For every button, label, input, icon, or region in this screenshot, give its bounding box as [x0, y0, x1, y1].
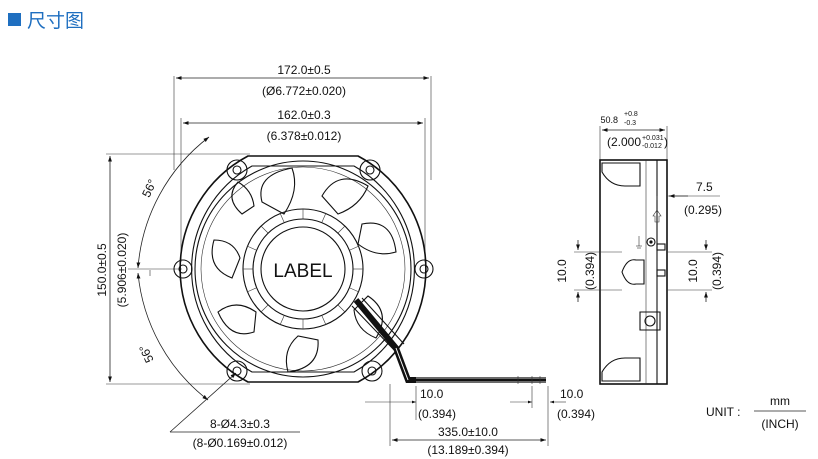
mount-hole-6	[367, 366, 377, 376]
lead-tin-dimension: 10.0 (0.394)	[510, 386, 595, 446]
depth-mm-label: 50.8	[600, 115, 618, 125]
left-height-inch-label: (0.394)	[583, 252, 597, 290]
hole-callout: 8-Ø4.3±0.3 (8-Ø0.169±0.012)	[169, 372, 300, 450]
depth-inch-label: (2.000	[607, 135, 641, 149]
height-dimension: 150.0±0.5 (5.906±0.020)	[95, 153, 250, 385]
lead-tin-inch-label: (0.394)	[557, 407, 595, 421]
hub-label: LABEL	[273, 261, 332, 282]
hole-pitch-dimension: 162.0±0.3 (6.378±0.012)	[180, 108, 426, 262]
unit-legend: UNIT : mm (INCH)	[706, 394, 806, 431]
depth-inch-close: )	[664, 135, 668, 149]
section-title: 尺寸图	[8, 6, 84, 33]
unit-top: mm	[770, 394, 790, 408]
depth-tol-minus: -0.3	[624, 120, 636, 127]
depth-dimension: 50.8 +0.8 -0.3 (2.000 +0.031 -0.012 )	[599, 111, 668, 160]
unit-label: UNIT :	[706, 405, 740, 419]
lead-strip-dimension: 10.0 (0.394)	[365, 386, 456, 421]
flange-inch-label: (0.295)	[684, 203, 722, 217]
depth-inch-plus: +0.031	[642, 135, 664, 142]
lead-wires	[353, 298, 548, 384]
angle-bottom-label: 56°	[136, 342, 156, 365]
front-view: 172.0±0.5 (Ø6.772±0.020) 162.0±0.3 (6.37…	[95, 63, 595, 457]
lead-length-mm-label: 335.0±10.0	[438, 425, 498, 439]
fan-body: LABEL	[173, 155, 434, 383]
lead-strip-inch-label: (0.394)	[418, 407, 456, 421]
side-view: 50.8 +0.8 -0.3 (2.000 +0.031 -0.012 )	[555, 111, 724, 385]
width-inch-label: (Ø6.772±0.020)	[262, 84, 346, 98]
mounting-ears	[173, 159, 434, 382]
fan-blades	[211, 167, 397, 373]
unit-bottom: (INCH)	[761, 417, 798, 431]
hub-ribs	[243, 209, 363, 329]
mount-hole-3	[178, 264, 188, 274]
lead-strip-mm-label: 10.0	[420, 387, 444, 401]
holes-inch-label: (8-Ø0.169±0.012)	[193, 436, 288, 450]
height-inch-label: (5.906±0.020)	[115, 233, 129, 308]
left-height-dimension: 10.0 (0.394)	[555, 240, 622, 302]
lead-length-inch-label: (13.189±0.394)	[427, 443, 508, 457]
height-mm-label: 150.0±0.5	[95, 243, 109, 297]
title-square-icon	[8, 13, 21, 26]
flange-mm-label: 7.5	[696, 180, 713, 194]
hub	[260, 226, 346, 312]
mount-hole-1	[232, 165, 242, 175]
lead-tin-mm-label: 10.0	[560, 387, 584, 401]
angle-arcs: 56° 56°	[128, 136, 210, 401]
width-dimension: 172.0±0.5 (Ø6.772±0.020)	[173, 63, 432, 180]
mount-hole-5	[232, 366, 242, 376]
mount-hole-4	[419, 264, 429, 274]
holes-mm-label: 8-Ø4.3±0.3	[210, 417, 270, 431]
left-height-mm-label: 10.0	[555, 259, 569, 283]
right-height-dimension: 10.0 (0.394)	[667, 240, 724, 302]
lead-length-dimension: 335.0±10.0 (13.189±0.394)	[389, 384, 546, 457]
right-height-inch-label: (0.394)	[710, 252, 724, 290]
title-text: 尺寸图	[27, 10, 85, 32]
side-body	[599, 159, 668, 385]
hole-pitch-inch-label: (6.378±0.012)	[267, 129, 342, 143]
mount-hole-2	[365, 165, 375, 175]
depth-inch-minus: -0.012	[642, 143, 662, 150]
width-mm-label: 172.0±0.5	[277, 63, 331, 77]
depth-tol-plus: +0.8	[624, 111, 638, 118]
angle-top-label: 56°	[139, 177, 159, 200]
flange-dimension: 7.5 (0.295)	[656, 180, 722, 217]
right-height-mm-label: 10.0	[686, 259, 700, 283]
hole-pitch-mm-label: 162.0±0.3	[277, 108, 331, 122]
